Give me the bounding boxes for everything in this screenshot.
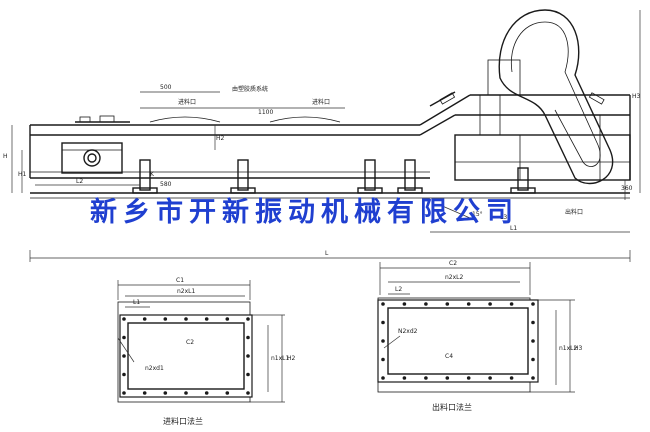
label-dim-h2: H2: [216, 135, 225, 142]
label-dim-h3: H3: [632, 93, 641, 100]
bolt-hole: [122, 372, 126, 377]
side-dimensions: [11, 10, 641, 262]
bolt-hole: [445, 302, 450, 306]
inlet-l1: L1: [133, 299, 140, 306]
bolt-hole: [163, 391, 168, 395]
label-inlet-right: 进料口: [312, 98, 330, 106]
bolt-hole: [122, 354, 126, 358]
bolt-hole: [381, 376, 385, 380]
label-outlet: 出料口: [565, 208, 583, 216]
bolt-hole: [184, 317, 188, 321]
bolt-hole: [466, 376, 471, 380]
inlet-pitch: n2xL1: [177, 288, 196, 295]
bolt-hole: [225, 391, 230, 395]
label-inlet-left: 进料口: [178, 98, 196, 106]
bolt-hole: [381, 302, 385, 306]
outlet-caption: 出料口法兰: [432, 402, 472, 412]
bolt-hole: [122, 391, 126, 395]
inlet-h2: H2: [287, 355, 296, 362]
bolt-hole: [142, 391, 147, 395]
bolt-hole: [381, 339, 385, 343]
bolt-hole: [246, 354, 250, 358]
label-dim-l3: L3: [500, 214, 507, 221]
outlet-flange-view: C2 n2xL2 L2 C4 N2xd2 H3 n1xL2 出料口法兰: [377, 260, 583, 412]
bolt-hole: [204, 317, 209, 321]
bolt-hole: [142, 317, 147, 321]
bolt-hole: [246, 317, 250, 321]
bolt-hole: [246, 372, 250, 377]
label-dim-1100: 1100: [258, 109, 273, 116]
bolt-hole: [163, 317, 168, 321]
bolt-hole: [424, 302, 428, 306]
inlet-holes: n2xd1: [145, 365, 164, 372]
inlet-c2: C2: [186, 339, 194, 346]
bolt-hole: [381, 320, 385, 325]
outlet-pitch: n2xL2: [445, 274, 464, 281]
outlet-c4: C4: [445, 353, 453, 360]
outlet-bolt-holes: [381, 302, 535, 380]
bolt-hole: [122, 317, 126, 321]
label-dim-angle: 15°: [472, 211, 483, 218]
bolt-hole: [531, 339, 535, 343]
label-dim-h: H: [3, 153, 8, 160]
bolt-hole: [531, 376, 535, 380]
label-dim-500: 500: [160, 84, 172, 91]
bolt-hole: [122, 335, 126, 340]
bolt-hole: [488, 376, 492, 380]
bolt-hole: [402, 302, 407, 306]
bolt-hole: [509, 376, 514, 380]
inlet-bolt-holes: [122, 317, 250, 395]
bolt-hole: [246, 335, 250, 340]
bolt-hole: [184, 391, 188, 395]
inlet-flange-view: C1 n2xL1 L1 C2 n2xd1 H2 n1xL1 进料口法兰: [117, 277, 296, 426]
outlet-n1xl2: n1xL2: [559, 345, 578, 352]
bolt-hole: [225, 317, 230, 321]
bolt-hole: [424, 376, 428, 380]
inlet-c1: C1: [176, 277, 184, 284]
bolt-hole: [381, 357, 385, 362]
label-dim-h1: H1: [18, 171, 27, 178]
bolt-hole: [509, 302, 514, 306]
company-watermark: 新乡市开新振动机械有限公司: [90, 196, 519, 228]
outlet-l2: L2: [395, 286, 402, 293]
bolt-hole: [445, 376, 450, 380]
outlet-h3: H3: [574, 345, 583, 352]
label-dim-l: L: [325, 250, 329, 257]
inlet-caption: 进料口法兰: [163, 416, 203, 426]
label-dim-l1: L1: [510, 225, 517, 232]
bolt-hole: [531, 320, 535, 325]
label-dust-port: 由塑胶质系统: [232, 85, 268, 93]
bolt-hole: [531, 357, 535, 362]
bolt-hole: [204, 391, 209, 395]
outlet-holes: N2xd2: [398, 328, 418, 335]
bolt-hole: [246, 391, 250, 395]
label-dim-360: 360: [621, 185, 633, 192]
side-elevation: 进料口 进料口 由塑胶质系统 500 1100 L L1 L2 L3 H H1 …: [3, 9, 641, 262]
bolt-hole: [466, 302, 471, 306]
bolt-hole: [531, 302, 535, 306]
inlet-n1xl1: n1xL1: [271, 355, 290, 362]
bolt-hole: [488, 302, 492, 306]
label-dim-580: 580: [160, 181, 172, 188]
label-dim-k: K: [150, 171, 155, 178]
bolt-hole: [402, 376, 407, 380]
support-legs: [132, 159, 536, 194]
label-dim-l2: L2: [76, 178, 83, 185]
outlet-c2: C2: [449, 260, 457, 267]
